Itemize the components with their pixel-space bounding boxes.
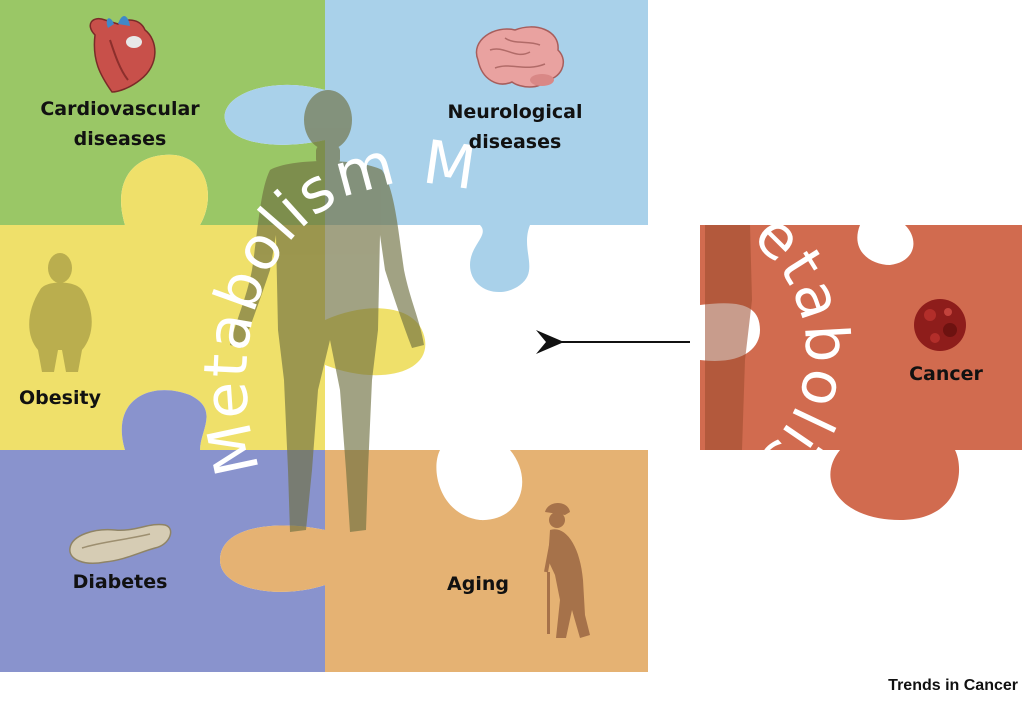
journal-credit: Trends in Cancer	[888, 677, 1018, 694]
label-neurological-line2: diseases	[469, 131, 562, 153]
obese-person-icon	[29, 253, 92, 372]
elderly-person-icon	[544, 503, 590, 638]
cardiovascular-piece	[0, 0, 325, 225]
label-cardiovascular-line1: Cardiovascular	[40, 98, 200, 120]
aging-piece	[220, 450, 648, 672]
cancer-silhouette	[705, 225, 752, 450]
pancreas-icon	[69, 523, 172, 564]
tumor-icon	[914, 299, 966, 351]
human-silhouette-icon	[230, 90, 424, 532]
label-aging: Aging	[447, 573, 509, 595]
brain-icon	[475, 26, 564, 88]
label-diabetes: Diabetes	[73, 571, 168, 593]
label-cancer: Cancer	[909, 363, 983, 385]
heart-icon	[89, 15, 156, 93]
label-neurological-line1: Neurological	[447, 101, 582, 123]
cancer-piece	[700, 225, 1022, 520]
label-cardiovascular-line2: diseases	[74, 128, 167, 150]
label-obesity: Obesity	[19, 387, 102, 409]
